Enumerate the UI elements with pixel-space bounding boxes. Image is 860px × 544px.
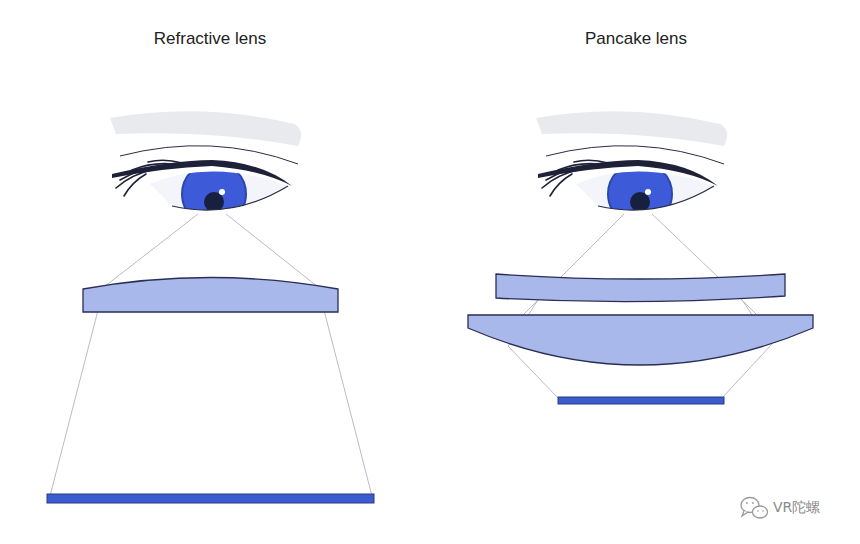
- pancake-lens-upper: [496, 274, 785, 302]
- pancake-rays: [508, 214, 772, 398]
- wechat-icon: [741, 498, 768, 519]
- eye: [110, 111, 301, 226]
- watermark: VR陀螺: [771, 499, 822, 517]
- column-heading: Refractive lens: [154, 29, 266, 49]
- display-panel: [558, 397, 724, 404]
- display-panel: [47, 494, 374, 503]
- pancake-lens-lower: [468, 315, 813, 365]
- refractive-lens: [83, 278, 338, 313]
- eye: [536, 111, 727, 226]
- column-heading: Pancake lens: [585, 29, 687, 49]
- refractive-rays: [50, 214, 372, 496]
